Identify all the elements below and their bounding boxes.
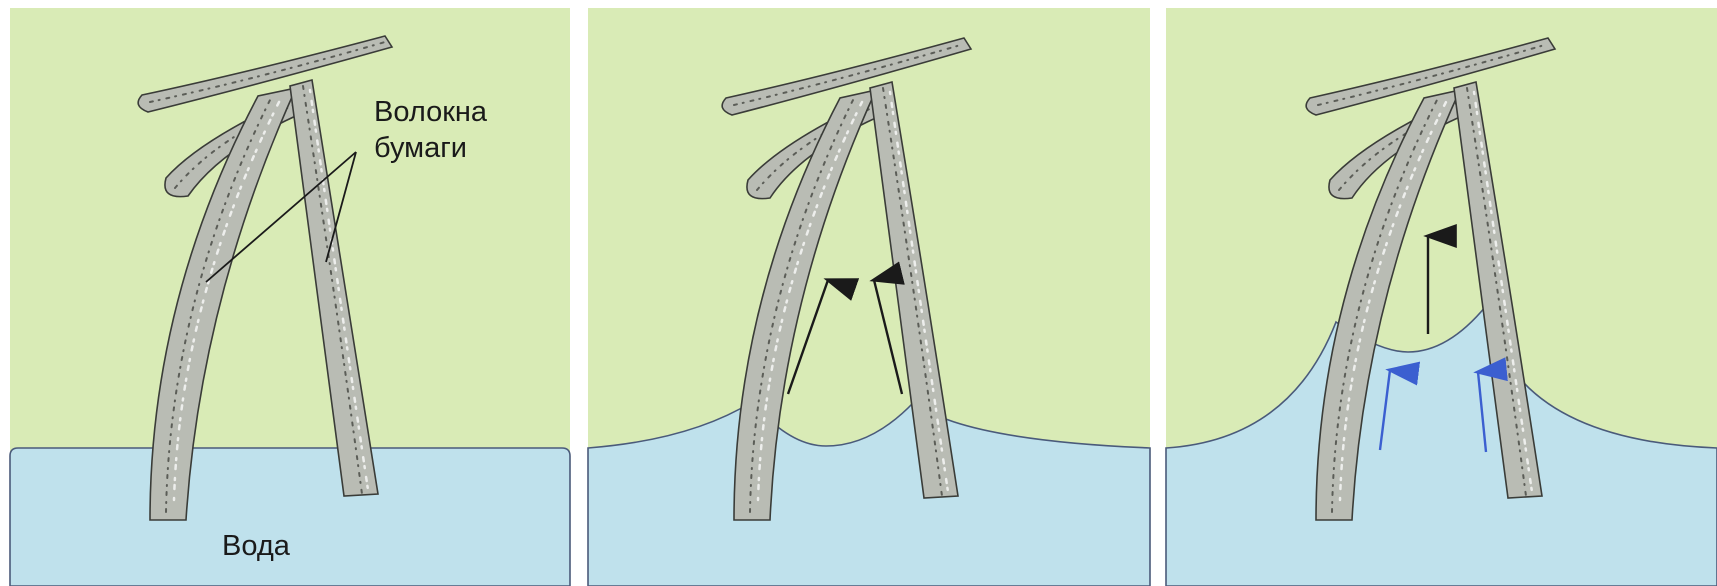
fibers-label-line1: Волокна bbox=[374, 96, 488, 128]
fibers-label-line2: бумаги bbox=[374, 132, 467, 164]
panel-2 bbox=[588, 8, 1150, 586]
panel-1-water bbox=[10, 448, 570, 586]
panel-1: Волокна бумаги Вода bbox=[10, 8, 570, 586]
panel-3 bbox=[1166, 8, 1717, 586]
water-label: Вода bbox=[222, 530, 291, 562]
